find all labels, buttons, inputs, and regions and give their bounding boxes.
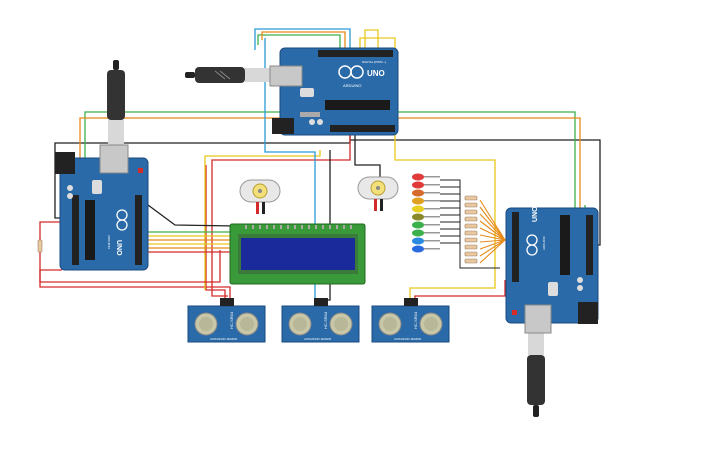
- sensor-3-label: HC-SR04: [413, 311, 418, 329]
- arduino-left-model: UNO: [115, 240, 122, 256]
- led-2: [412, 181, 440, 189]
- ultrasonic-sensor-2: HC-SR04 ULTRASONIC SENSOR: [281, 298, 360, 343]
- ultrasonic-sensor-3: HC-SR04 ULTRASONIC SENSOR: [371, 298, 450, 343]
- ultrasonic-sensor-1: HC-SR04 ULTRASONIC SENSOR: [187, 298, 266, 343]
- wire-red-left2: [39, 250, 221, 283]
- arduino-right-brand: ARDUINO: [542, 235, 546, 250]
- sensor-1-sub: ULTRASONIC SENSOR: [210, 338, 237, 341]
- wire-red-right: [414, 280, 506, 302]
- wire-red-mid: [211, 135, 351, 297]
- wire-top-header-d: [364, 29, 379, 48]
- led-8: [412, 229, 440, 237]
- usb-cable-right: [527, 330, 545, 417]
- resistor-array: [464, 195, 478, 264]
- wire-red-mid2: [205, 165, 226, 302]
- arduino-top-header: DIGITAL (PWM ~): [362, 60, 386, 64]
- wire-top-header-b: [261, 31, 346, 48]
- wires: [39, 28, 601, 302]
- dc-motor-right: [357, 176, 399, 211]
- led-7: [412, 221, 440, 229]
- wire-red-left: [39, 221, 231, 300]
- led-10: [412, 245, 440, 253]
- wire-yellow-top: [359, 37, 496, 302]
- wire-yellow-mid: [204, 150, 321, 290]
- wire-black-mid: [354, 125, 381, 180]
- wire-top-header-c: [254, 28, 351, 50]
- arduino-left: UNO ARDUINO: [55, 144, 149, 271]
- led-5: [412, 205, 440, 213]
- led-6: [412, 213, 440, 221]
- usb-cable-top: [185, 67, 280, 83]
- sensor-2-label: HC-SR04: [323, 311, 328, 329]
- led-1: [412, 173, 440, 181]
- wire-top-header-a: [257, 34, 341, 48]
- arduino-left-brand: ARDUINO: [107, 235, 111, 250]
- arduino-right-model: UNO: [532, 206, 539, 222]
- led-fan-wires: [479, 199, 506, 264]
- arduino-right: UNO ARDUINO: [505, 206, 599, 334]
- wire-bus-7: [147, 204, 236, 227]
- usb-cable-left: [107, 60, 125, 145]
- lcd-display: [229, 223, 366, 285]
- resistor-left: [37, 239, 43, 253]
- led-4: [412, 197, 440, 205]
- arduino-top-model: UNO: [367, 69, 385, 78]
- arduino-top: ARDUINO UNO DIGITAL (PWM ~): [269, 47, 399, 136]
- led-9: [412, 237, 440, 245]
- led-ground-wires: [440, 179, 500, 269]
- sensor-1-label: HC-SR04: [229, 311, 234, 329]
- sensor-3-sub: ULTRASONIC SENSOR: [394, 338, 421, 341]
- led-array: [412, 173, 440, 253]
- led-3: [412, 189, 440, 197]
- lcd-pins: [245, 225, 352, 229]
- sensor-2-sub: ULTRASONIC SENSOR: [304, 338, 331, 341]
- dc-motor-left: [239, 179, 281, 214]
- arduino-top-brand: ARDUINO: [343, 83, 361, 88]
